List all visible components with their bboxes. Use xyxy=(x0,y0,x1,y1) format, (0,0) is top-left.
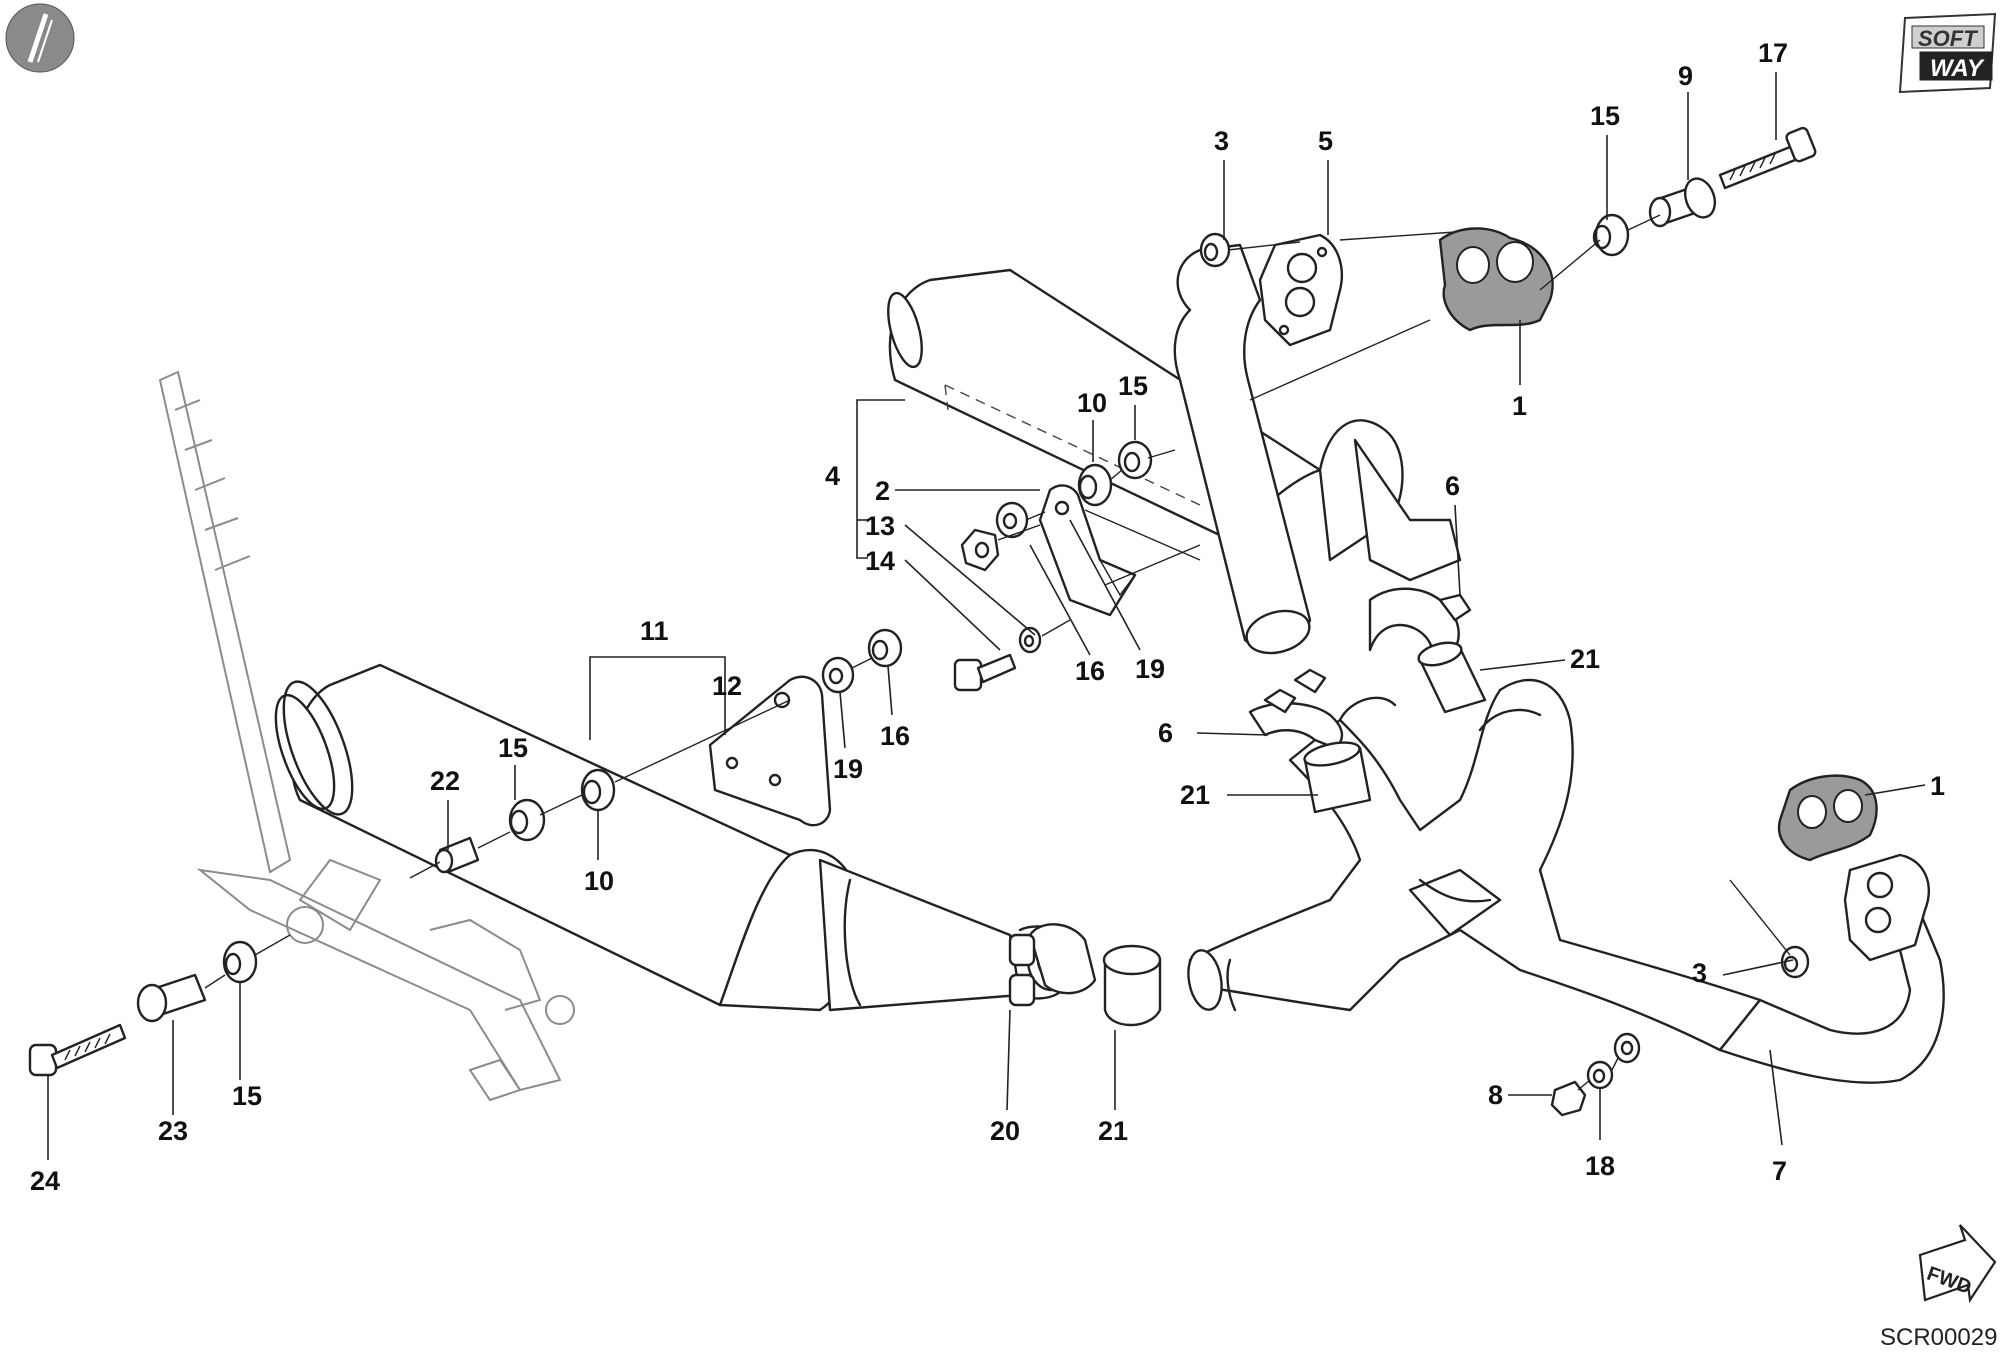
clamp-20 xyxy=(1008,923,1097,1007)
callout-10-upper: 10 xyxy=(1077,388,1107,418)
muffler-bracket-2 xyxy=(1038,484,1137,617)
callout-1-top: 1 xyxy=(1512,391,1527,421)
rear-muffler xyxy=(274,663,1078,1012)
rear-frame-bracket xyxy=(158,370,575,1102)
callout-11: 11 xyxy=(640,616,669,646)
leader-lines xyxy=(47,72,1926,1160)
callout-21-middle: 21 xyxy=(1180,780,1210,810)
callout-13: 13 xyxy=(865,511,895,541)
spacer-23 xyxy=(136,973,207,1023)
callout-22: 22 xyxy=(430,766,460,796)
assembly-lines xyxy=(204,214,1791,1091)
callout-3-top: 3 xyxy=(1214,126,1229,156)
grommet-10-lower xyxy=(580,768,616,812)
callout-18: 18 xyxy=(1585,1151,1615,1181)
callout-6-upper: 6 xyxy=(1445,471,1460,501)
callout-16-lower: 16 xyxy=(880,721,910,751)
callout-7: 7 xyxy=(1772,1156,1787,1186)
callout-6-lower: 6 xyxy=(1158,718,1173,748)
upper-muffler xyxy=(887,268,1462,582)
grommet-15-top xyxy=(1592,213,1630,257)
callout-19-lower: 19 xyxy=(833,754,863,784)
callout-20: 20 xyxy=(990,1116,1020,1146)
spacer-9 xyxy=(1648,177,1717,228)
callout-15-bottom: 15 xyxy=(232,1081,262,1111)
callout-15-lower: 15 xyxy=(498,733,528,763)
muffler-bracket-12 xyxy=(708,675,832,827)
callout-8: 8 xyxy=(1488,1080,1503,1110)
washer-15-upper xyxy=(1117,440,1153,480)
washer-18 xyxy=(1586,1060,1614,1090)
washer-19-lower xyxy=(821,656,855,694)
bolt-17 xyxy=(1718,126,1817,190)
gasket-1-lower xyxy=(1777,774,1878,862)
washer-19-upper xyxy=(995,501,1029,539)
nut-3-top xyxy=(1199,232,1231,268)
callout-15-top: 15 xyxy=(1590,101,1620,131)
spacer-22 xyxy=(434,836,480,874)
callout-17: 17 xyxy=(1758,38,1788,68)
nut-16-lower xyxy=(867,628,903,668)
grommet-10-upper xyxy=(1077,463,1113,507)
sleeve-21-upper xyxy=(1417,641,1487,714)
bolt-14 xyxy=(953,653,1017,692)
softway-logo: SOFT WAY xyxy=(1898,12,1997,94)
bolt-24 xyxy=(28,1023,127,1077)
sleeve-21-middle xyxy=(1303,741,1372,814)
forward-arrow-icon: FWD xyxy=(1918,1224,1997,1304)
header-pipes xyxy=(1173,233,1945,1084)
plug-8 xyxy=(1550,1080,1587,1117)
callout-14: 14 xyxy=(865,546,895,576)
clamp-6-lower xyxy=(1248,668,1344,750)
sleeve-21-lower xyxy=(1102,944,1162,1027)
gasket-1-upper xyxy=(1438,227,1554,332)
callout-21-lower: 21 xyxy=(1098,1116,1128,1146)
grommet-15-bottom xyxy=(222,940,258,984)
callout-23: 23 xyxy=(158,1116,188,1146)
callout-2: 2 xyxy=(875,476,890,506)
callout-1-lower: 1 xyxy=(1930,771,1945,801)
nut-16-upper xyxy=(960,528,1000,572)
callout-10-lower: 10 xyxy=(584,866,614,896)
callout-3-lower: 3 xyxy=(1692,958,1707,988)
callout-labels: 3 5 15 9 17 1 10 15 6 21 6 21 1 3 8 18 7… xyxy=(30,38,1945,1196)
callout-21-upper: 21 xyxy=(1570,644,1600,674)
callout-4: 4 xyxy=(825,461,840,491)
callout-16-upper: 16 xyxy=(1075,656,1105,686)
callout-9: 9 xyxy=(1678,61,1693,91)
callout-15-upper: 15 xyxy=(1118,371,1148,401)
sensor-boss xyxy=(1613,1032,1641,1064)
logo-text-way: WAY xyxy=(1930,55,1985,82)
callout-19-upper: 19 xyxy=(1135,654,1165,684)
grommet-15-lower xyxy=(508,798,546,842)
ducati-badge-icon xyxy=(5,3,75,73)
diagram-code: SCR00029 xyxy=(1880,1324,1997,1351)
callout-5: 5 xyxy=(1318,126,1333,156)
callout-24: 24 xyxy=(30,1166,60,1196)
logo-text-soft: SOFT xyxy=(1918,26,1978,51)
callout-12: 12 xyxy=(712,671,742,701)
